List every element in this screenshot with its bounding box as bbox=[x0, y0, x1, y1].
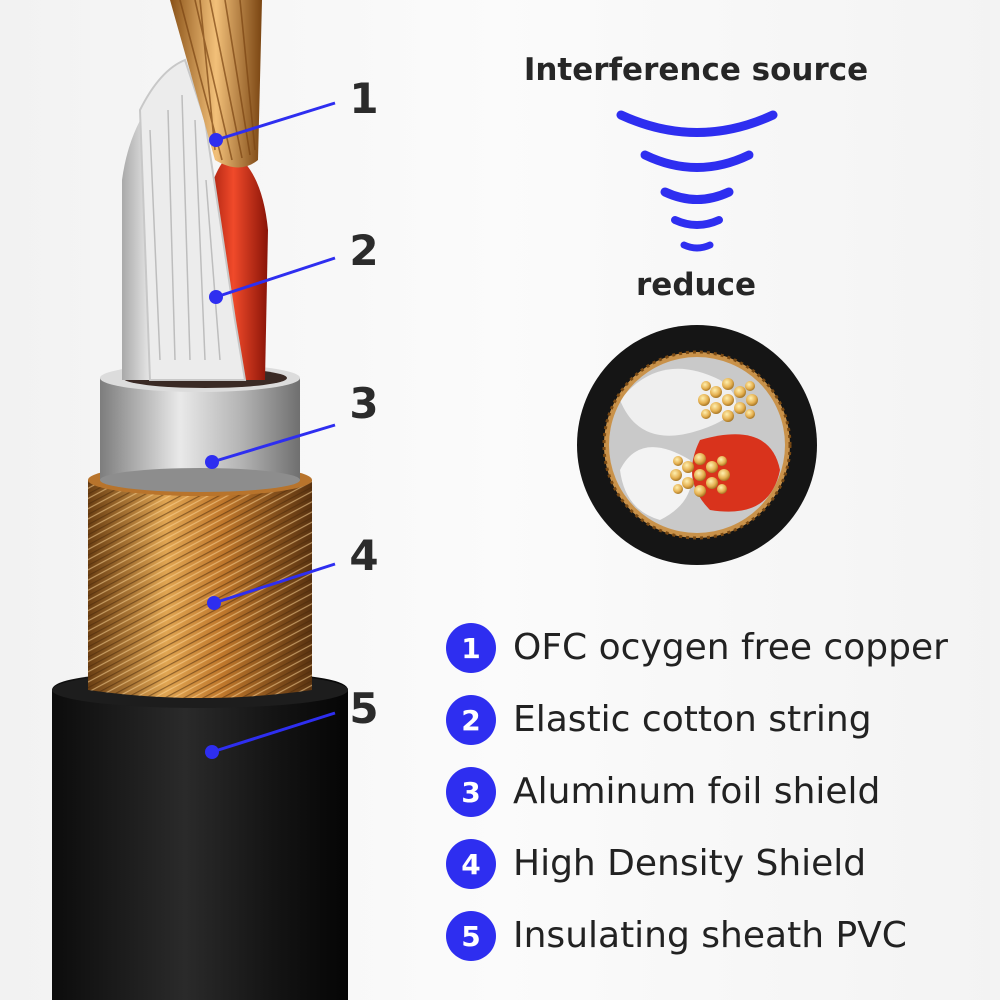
legend-item-1: 1 OFC ocygen free copper bbox=[446, 612, 986, 684]
legend-text: Aluminum foil shield bbox=[513, 771, 881, 812]
callout-2: 2 bbox=[349, 226, 379, 275]
callout-4: 4 bbox=[349, 531, 379, 580]
legend-item-2: 2 Elastic cotton string bbox=[446, 684, 986, 756]
number-badge: 1 bbox=[446, 623, 496, 673]
cross-section bbox=[577, 325, 817, 565]
callout-3: 3 bbox=[349, 379, 379, 428]
legend-text: OFC ocygen free copper bbox=[513, 627, 948, 668]
copper-bundle-top bbox=[698, 378, 758, 422]
callout-1: 1 bbox=[349, 74, 379, 123]
legend-text: Insulating sheath PVC bbox=[513, 915, 907, 956]
legend-item-3: 3 Aluminum foil shield bbox=[446, 756, 986, 828]
number-badge: 4 bbox=[446, 839, 496, 889]
legend-text: High Density Shield bbox=[513, 843, 867, 884]
copper-bundle-bottom bbox=[670, 453, 730, 497]
legend-item-4: 4 High Density Shield bbox=[446, 828, 986, 900]
interference-source-label: Interference source bbox=[523, 52, 869, 88]
number-badge: 2 bbox=[446, 695, 496, 745]
legend-item-5: 5 Insulating sheath PVC bbox=[446, 900, 986, 972]
callout-5: 5 bbox=[349, 684, 379, 733]
legend-text: Elastic cotton string bbox=[513, 699, 872, 740]
layer-legend: 1 OFC ocygen free copper 2 Elastic cotto… bbox=[446, 612, 986, 972]
number-badge: 3 bbox=[446, 767, 496, 817]
reduce-label: reduce bbox=[636, 267, 756, 303]
number-badge: 5 bbox=[446, 911, 496, 961]
